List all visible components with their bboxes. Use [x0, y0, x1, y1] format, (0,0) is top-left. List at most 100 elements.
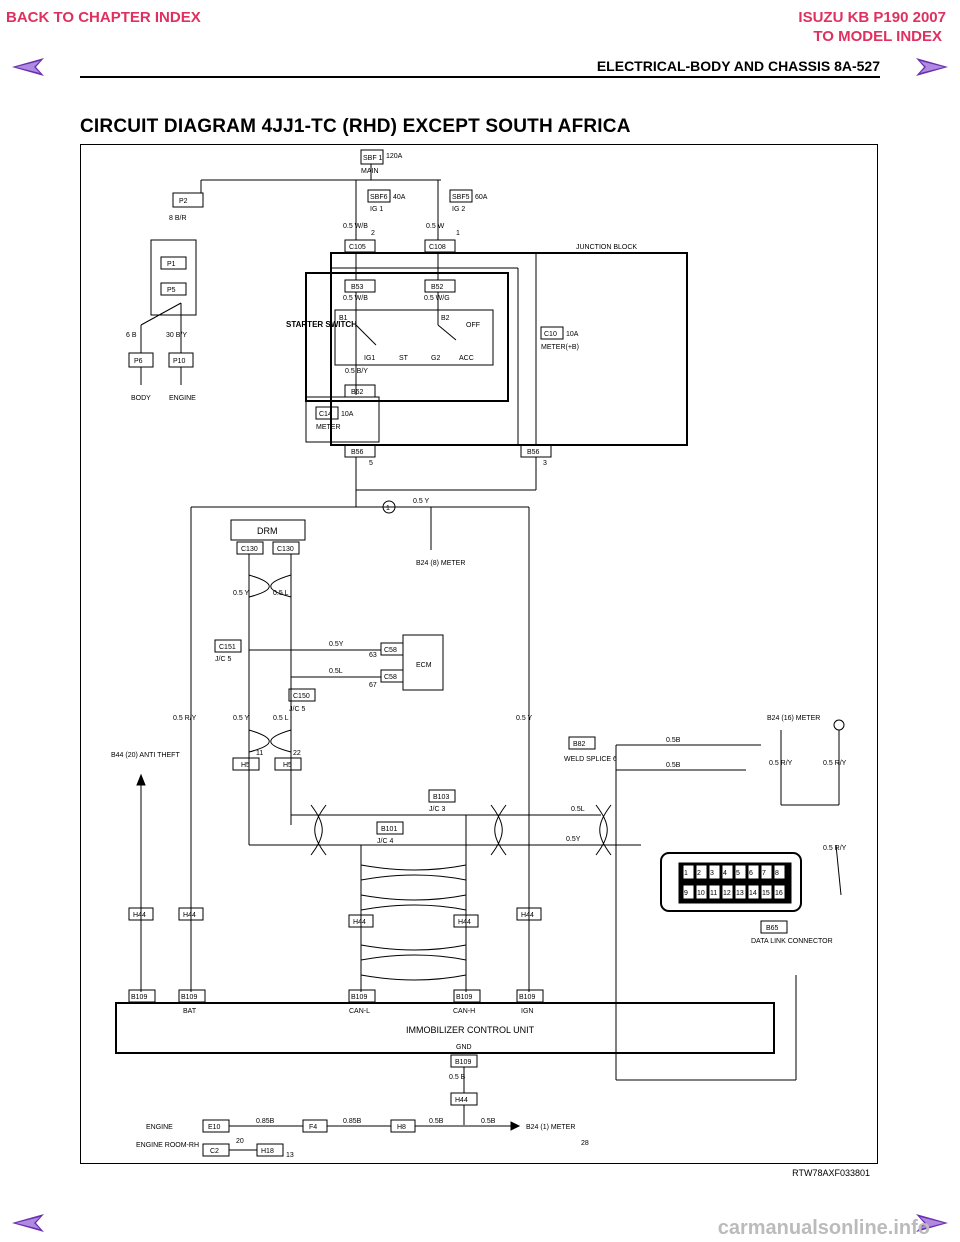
svg-text:B44 (20) ANTI THEFT: B44 (20) ANTI THEFT	[111, 752, 180, 759]
prev-page-arrow-bottom-icon[interactable]	[10, 1212, 46, 1234]
dlc-pin-label: 12	[723, 890, 731, 897]
dlc-pin-label: 16	[775, 890, 783, 897]
junction-block	[330, 252, 688, 446]
prev-page-arrow-icon[interactable]	[10, 56, 46, 78]
svg-text:1: 1	[456, 230, 460, 237]
svg-text:B24 (1) METER: B24 (1) METER	[526, 1124, 575, 1131]
model-title-link[interactable]: ISUZU KB P190 2007	[798, 9, 946, 26]
svg-text:C58: C58	[384, 674, 397, 681]
next-page-arrow-bottom-icon[interactable]	[914, 1212, 950, 1234]
svg-text:ENGINE ROOM-RH: ENGINE ROOM-RH	[136, 1142, 199, 1149]
dlc-pin-label: 2	[697, 870, 701, 877]
to-model-index-link[interactable]: TO MODEL INDEX	[813, 28, 942, 45]
svg-text:28: 28	[581, 1140, 589, 1147]
dlc-pin	[747, 864, 760, 880]
svg-text:G2: G2	[431, 355, 440, 362]
junction-block-inner	[305, 272, 509, 402]
svg-text:0.5Y: 0.5Y	[329, 641, 344, 648]
svg-text:6 B: 6 B	[126, 332, 137, 339]
svg-text:ST: ST	[399, 355, 409, 362]
p-battery-box	[150, 239, 197, 316]
svg-text:IG 2: IG 2	[452, 206, 465, 213]
svg-text:10A: 10A	[566, 331, 579, 338]
b109-label: B109	[351, 994, 367, 1001]
ecm-module	[402, 634, 444, 691]
back-to-chapter-index-link[interactable]: BACK TO CHAPTER INDEX	[6, 9, 201, 26]
svg-text:P1: P1	[167, 261, 176, 268]
c108-connector: C108	[424, 239, 456, 253]
dlc-pin-label: 14	[749, 890, 757, 897]
svg-text:J/C 3: J/C 3	[429, 806, 445, 813]
p6-connector: P6	[128, 352, 154, 368]
svg-text:B82: B82	[573, 741, 586, 748]
svg-text:J/C 4: J/C 4	[377, 838, 393, 845]
c130-connector-a: C130	[236, 541, 264, 555]
svg-text:C151: C151	[219, 644, 236, 651]
svg-text:J/C 5: J/C 5	[289, 706, 305, 713]
svg-text:11: 11	[256, 750, 263, 757]
svg-text:P2: P2	[179, 198, 188, 205]
dlc-pin-label: 15	[762, 890, 770, 897]
svg-text:F4: F4	[309, 1124, 317, 1131]
c151-connector: C151	[214, 639, 242, 653]
svg-text:0.5 R/Y: 0.5 R/Y	[173, 715, 197, 722]
svg-text:ENGINE: ENGINE	[169, 395, 196, 402]
svg-text:2: 2	[371, 230, 375, 237]
h5-connector-a: H5	[232, 757, 260, 771]
svg-text:CAN-H: CAN-H	[453, 1008, 475, 1015]
c150-connector: C150	[288, 688, 316, 702]
svg-text:METER(+B): METER(+B)	[541, 344, 579, 351]
svg-text:0.5Y: 0.5Y	[566, 836, 581, 843]
dlc-pin-label: 4	[723, 870, 727, 877]
svg-text:67: 67	[369, 682, 377, 689]
svg-text:0.5 R/Y: 0.5 R/Y	[823, 845, 847, 852]
svg-text:H44: H44	[458, 919, 471, 926]
dlc-pin	[734, 884, 747, 900]
svg-text:0.5 B: 0.5 B	[449, 1074, 466, 1081]
svg-text:0.85B: 0.85B	[343, 1118, 362, 1125]
dlc-pin	[760, 864, 773, 880]
svg-text:CAN-L: CAN-L	[349, 1008, 370, 1015]
svg-text:B24 (8) METER: B24 (8) METER	[416, 560, 465, 567]
svg-text:3: 3	[543, 460, 547, 467]
svg-text:GND: GND	[456, 1044, 472, 1051]
f4-connector: F4	[302, 1119, 328, 1133]
svg-text:H44: H44	[183, 912, 196, 919]
immobilizer-control-unit	[115, 1002, 775, 1054]
svg-text:1: 1	[386, 505, 390, 512]
dlc-pin	[682, 884, 695, 900]
dlc-pin	[682, 864, 695, 880]
dlc-pin-label: 8	[775, 870, 779, 877]
svg-text:C58: C58	[384, 647, 397, 654]
svg-text:SBF5: SBF5	[452, 194, 470, 201]
svg-text:BAT: BAT	[183, 1008, 197, 1015]
svg-text:IG1: IG1	[364, 355, 375, 362]
svg-text:P5: P5	[167, 287, 176, 294]
figure-reference: RTW78AXF033801	[792, 1168, 870, 1178]
ground-symbol-icon	[833, 719, 845, 731]
dlc-pin-label: 5	[736, 870, 740, 877]
next-page-arrow-icon[interactable]	[914, 56, 950, 78]
c58-connector-a: C58	[380, 642, 404, 656]
dlc-pin	[695, 884, 708, 900]
h44-connector-b: H44	[178, 907, 204, 921]
p2-connector: P2	[172, 192, 204, 208]
dlc-pin-label: 1	[684, 870, 688, 877]
svg-text:0.5 L: 0.5 L	[273, 590, 289, 597]
svg-text:C2: C2	[210, 1148, 219, 1155]
svg-text:C150: C150	[293, 693, 310, 700]
svg-text:0.5 W/G: 0.5 W/G	[424, 295, 450, 302]
svg-text:B53: B53	[351, 284, 364, 291]
section-header: ELECTRICAL-BODY AND CHASSIS 8A-527	[596, 58, 880, 74]
dlc-pin	[721, 884, 734, 900]
h44-connector-d: H44	[453, 914, 479, 928]
svg-text:H44: H44	[353, 919, 366, 926]
b62-connector: B62	[344, 384, 376, 398]
svg-text:H44: H44	[521, 912, 534, 919]
e10-connector: E10	[202, 1119, 230, 1133]
svg-text:0.5B: 0.5B	[481, 1118, 496, 1125]
svg-text:5: 5	[369, 460, 373, 467]
svg-text:63: 63	[369, 652, 377, 659]
